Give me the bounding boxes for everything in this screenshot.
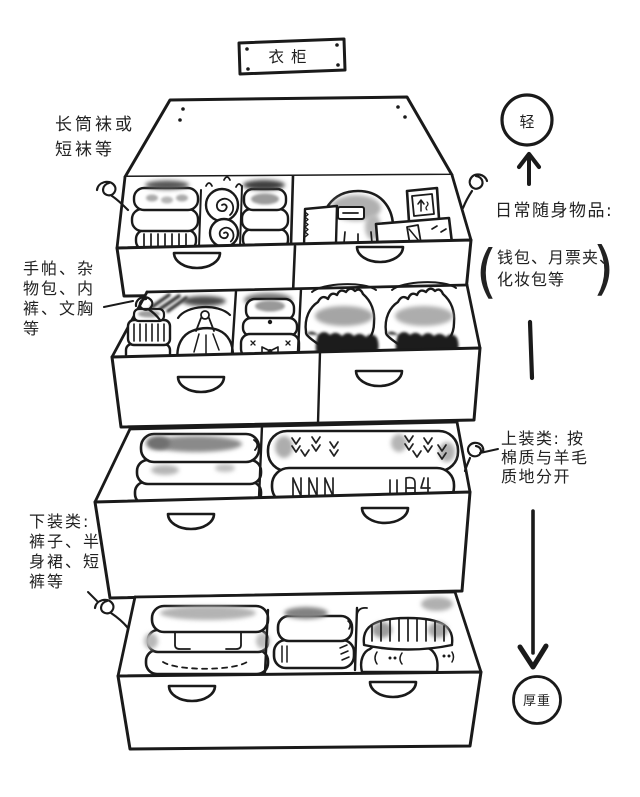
rib-stripes xyxy=(371,618,445,642)
heavy-label: 厚重 xyxy=(523,693,551,709)
down-arrow xyxy=(517,509,549,670)
drawer-3-front xyxy=(93,490,472,600)
label-tops: 上装类: 按 棉质与羊毛 质地分开 xyxy=(501,429,589,486)
herringbone-marks xyxy=(291,435,447,460)
striped-handkerchiefs xyxy=(124,293,188,364)
smudge xyxy=(150,436,242,452)
smudge xyxy=(160,606,256,620)
drawer-1-handle-right xyxy=(355,245,405,264)
drawer-4 xyxy=(87,590,483,751)
tiny-curl xyxy=(356,606,368,616)
drawer-2-handle-right xyxy=(354,369,404,388)
connector-line xyxy=(527,319,535,381)
weight-annotations: 轻 厚重 xyxy=(500,93,562,725)
leader-line-bottoms xyxy=(87,591,98,602)
label-misc-items: 手帕、杂 物包、内 裤、文胸 等 xyxy=(23,259,96,338)
smudge xyxy=(284,607,328,619)
sign-plate xyxy=(237,37,347,76)
sock-divider-stick-1 xyxy=(198,189,202,248)
squiggle-left xyxy=(95,180,130,212)
folded-pants-with-pockets xyxy=(144,604,270,676)
label-bottoms: 下装类: 裤子、半 身裙、短 裤等 xyxy=(29,512,102,591)
light-circle xyxy=(500,93,554,147)
pouch-knot xyxy=(200,310,210,320)
rolled-socks-stack-1 xyxy=(130,180,200,252)
drawer-4-divider-2 xyxy=(353,606,359,672)
bras xyxy=(304,281,459,371)
heavy-circle xyxy=(512,675,562,725)
folded-cotton-tops xyxy=(133,432,263,506)
folded-underwear xyxy=(239,293,301,360)
smudge xyxy=(182,296,226,306)
notepad xyxy=(302,204,339,248)
drawer-1 xyxy=(95,95,489,298)
rolled-socks-stack-2 xyxy=(240,180,290,251)
paren-open: ( xyxy=(476,237,498,306)
smudge xyxy=(243,180,285,190)
dashed-hem xyxy=(162,661,248,670)
sign-label: 衣柜 xyxy=(268,48,313,66)
drawer-2-front xyxy=(110,346,482,429)
squiggle-left xyxy=(134,296,162,322)
squiggle-right xyxy=(461,173,489,210)
leader-line-tops xyxy=(479,448,499,454)
photo-frame xyxy=(405,186,441,224)
drawer-4-handle-right xyxy=(368,680,418,699)
drawer-2-handle-left xyxy=(176,375,226,394)
drawer-1-divider xyxy=(289,174,295,247)
smudge xyxy=(145,180,189,190)
pocket-marks xyxy=(174,632,242,650)
round-pouch xyxy=(320,189,395,250)
paren-close: ) xyxy=(593,234,615,303)
drawer-3-handle-left xyxy=(166,512,216,531)
drawer-4-divider-1 xyxy=(263,608,270,674)
wardrobe-sign: 衣柜 xyxy=(237,37,347,76)
drawer-1-handle-left xyxy=(172,251,222,270)
drawer-3-handle-right xyxy=(360,506,410,525)
leader-line-misc xyxy=(103,300,134,308)
drawer-4-front xyxy=(116,670,483,751)
label-daily-items-list: 钱包、月票夹、 化妆包等 xyxy=(497,248,617,289)
drawer-2-divider-2 xyxy=(296,287,303,353)
drawer-2 xyxy=(103,281,482,429)
squiggle-right xyxy=(463,441,485,473)
up-arrow xyxy=(516,151,542,186)
label-socks: 长筒袜或 短袜等 xyxy=(55,115,135,160)
drawer-3-divider xyxy=(257,424,264,500)
folded-plain-pants xyxy=(272,607,356,670)
drawer-4-handle-left xyxy=(167,684,217,703)
drawer-2-divider-1 xyxy=(230,289,238,355)
drawer-3 xyxy=(93,420,499,600)
label-daily-items-title: 日常随身物品: xyxy=(495,201,614,221)
drawer-1-lid xyxy=(123,95,454,179)
light-label: 轻 xyxy=(519,113,534,131)
sign-corner-dots xyxy=(245,43,340,71)
squiggle-left xyxy=(93,598,130,630)
lid-dots xyxy=(178,105,407,122)
corduroy-folded-pants xyxy=(356,597,455,674)
knit-sweater-herringbone xyxy=(266,429,460,473)
